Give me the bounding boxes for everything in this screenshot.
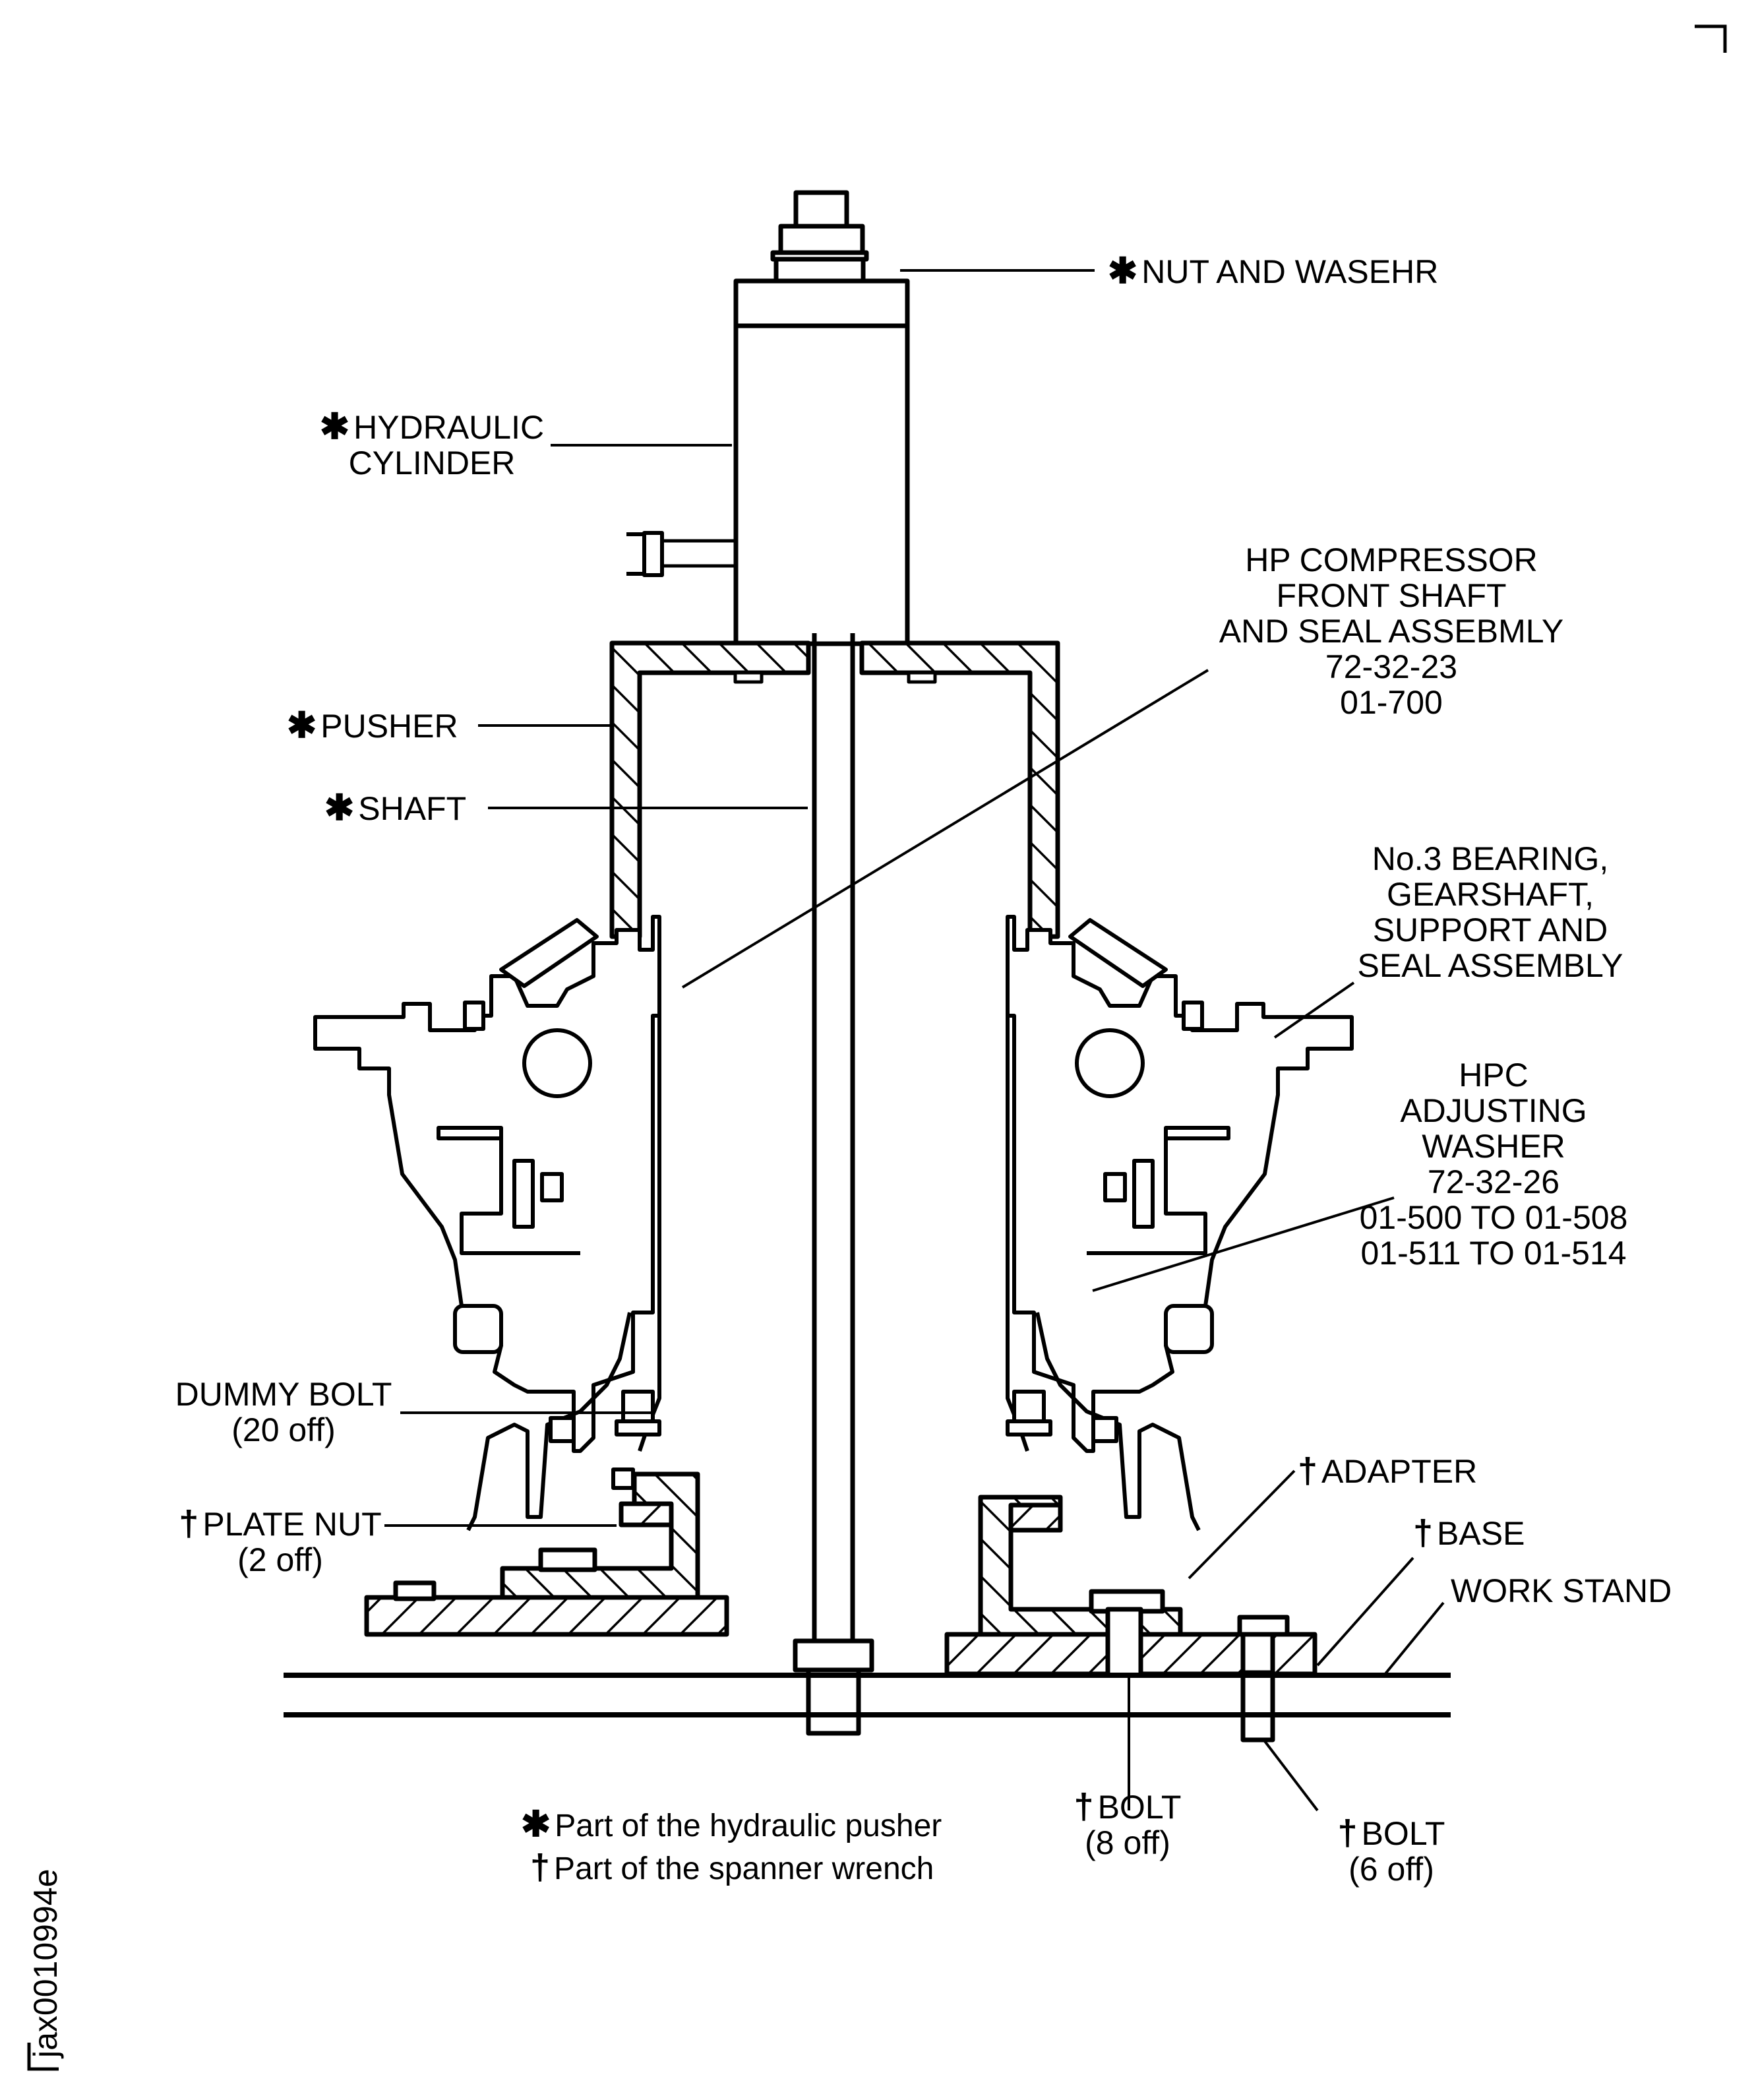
label-bolt-8-off: †BOLT (8 off) xyxy=(1074,1787,1182,1861)
dagger-icon: † xyxy=(179,1504,199,1543)
work-stand xyxy=(284,1673,1451,1717)
label-plate-nut: †PLATE NUT (2 off) xyxy=(179,1504,382,1578)
right-adapter xyxy=(944,1495,1317,1743)
leader-lines xyxy=(384,269,1445,1812)
dagger-icon: † xyxy=(1413,1513,1434,1553)
left-plate-nut xyxy=(619,1501,674,1528)
dagger-icon: † xyxy=(1337,1813,1358,1853)
right-plate-nut xyxy=(1008,1502,1063,1533)
leader-work-stand xyxy=(1383,1601,1445,1677)
label-work-stand: WORK STAND xyxy=(1451,1572,1672,1609)
hydraulic-cylinder xyxy=(626,278,910,646)
legend: ✱Part of the hydraulic pusher †Part of t… xyxy=(521,1804,942,1890)
label-bolt-6-off: †BOLT (6 off) xyxy=(1337,1813,1445,1888)
leader-no3-bearing xyxy=(1273,981,1355,1039)
asterisk-icon: ✱ xyxy=(521,1805,551,1844)
dagger-icon: † xyxy=(530,1847,551,1887)
asterisk-icon: ✱ xyxy=(324,788,355,828)
dagger-icon: † xyxy=(1298,1451,1318,1491)
label-nut-and-washer: ✱NUT AND WASEHR xyxy=(1108,251,1439,291)
leader-hp-compressor xyxy=(681,669,1209,989)
asterisk-icon: ✱ xyxy=(319,407,350,447)
bolt-6-off xyxy=(1240,1632,1275,1743)
label-hydraulic-cylinder: ✱HYDRAULIC CYLINDER xyxy=(319,407,545,481)
dagger-icon: † xyxy=(1074,1787,1094,1826)
left-base xyxy=(364,1595,729,1637)
corner-mark-bottom-left xyxy=(27,2043,59,2071)
left-bearing-support-assembly xyxy=(313,915,661,1453)
legend-item-spanner-wrench: †Part of the spanner wrench xyxy=(530,1847,934,1887)
label-shaft: ✱SHAFT xyxy=(324,788,467,828)
pusher xyxy=(609,640,1060,939)
right-bearing-support-assembly xyxy=(1006,915,1354,1531)
leader-hpc-washer xyxy=(1092,1196,1395,1292)
label-adapter: †ADAPTER xyxy=(1298,1451,1478,1491)
corner-mark-top-right xyxy=(1695,24,1727,53)
leader-bolt-6 xyxy=(1263,1740,1319,1812)
figure-id: jax0010994e xyxy=(27,1868,64,2058)
legend-item-hydraulic-pusher: ✱Part of the hydraulic pusher xyxy=(521,1805,942,1844)
leader-base xyxy=(1316,1557,1414,1667)
left-flange xyxy=(466,1016,661,1531)
asterisk-icon: ✱ xyxy=(1108,251,1138,291)
shaft xyxy=(793,633,874,1736)
label-no3-bearing-assembly: No.3 BEARING, GEARSHAFT, SUPPORT AND SEA… xyxy=(1357,840,1623,984)
bolt-8-off xyxy=(1105,1607,1143,1678)
label-pusher: ✱PUSHER xyxy=(287,706,458,745)
nut-and-washer xyxy=(770,190,869,291)
label-base: †BASE xyxy=(1413,1513,1525,1553)
label-dummy-bolt: DUMMY BOLT (20 off) xyxy=(175,1376,392,1448)
left-adapter xyxy=(364,1471,729,1637)
asterisk-icon: ✱ xyxy=(287,706,317,745)
label-hpc-adjusting-washer: HPC ADJUSTING WASHER 72-32-26 01-500 TO … xyxy=(1359,1057,1628,1272)
label-hp-compressor-front-shaft: HP COMPRESSOR FRONT SHAFT AND SEAL ASSEB… xyxy=(1219,541,1564,721)
leader-adapter xyxy=(1188,1469,1296,1580)
